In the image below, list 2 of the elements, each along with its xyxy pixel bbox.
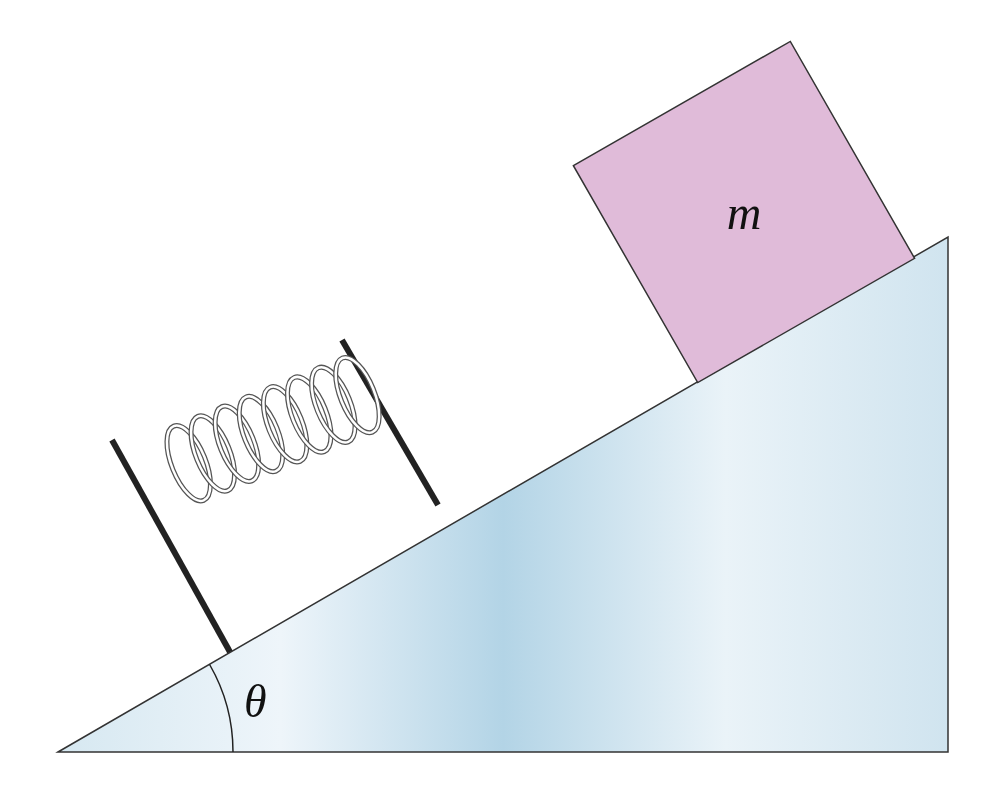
mass-label: m xyxy=(726,184,762,240)
angle-label: θ xyxy=(244,675,267,728)
